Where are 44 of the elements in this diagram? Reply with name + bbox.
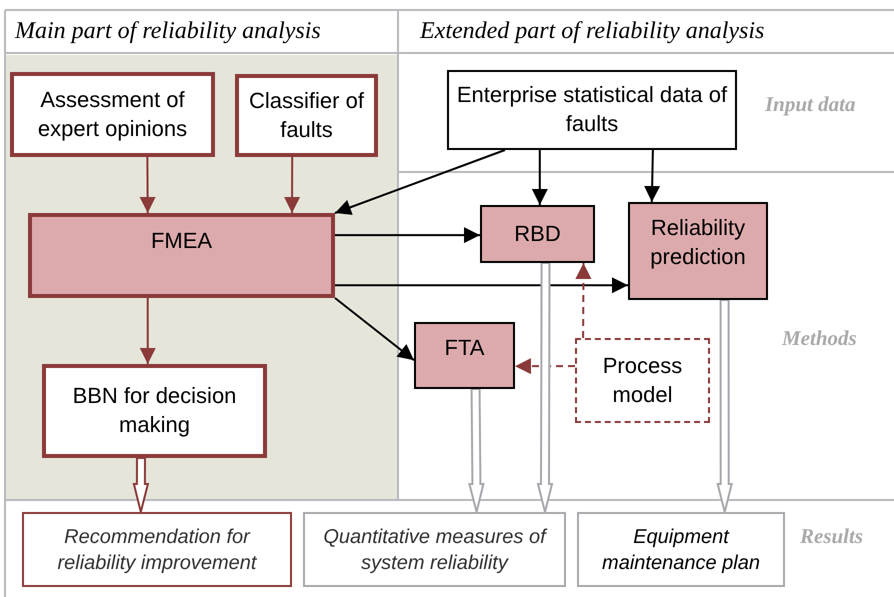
arrow — [532, 150, 548, 205]
column-header: Main part of reliability analysis — [15, 18, 321, 45]
arrow — [335, 277, 628, 294]
node-text: Classifier of faults — [248, 86, 365, 144]
hollow-arrow — [716, 299, 733, 513]
arrow — [334, 297, 415, 361]
node-text: Process model — [602, 352, 684, 408]
method-box — [628, 202, 768, 300]
model-box — [575, 338, 710, 423]
arrow — [140, 298, 156, 364]
arrow — [644, 150, 660, 202]
method-box — [480, 205, 595, 263]
arrow — [334, 149, 506, 215]
hollow-arrow — [468, 388, 485, 513]
input-box — [10, 72, 215, 157]
input-box — [447, 70, 737, 150]
result-box — [22, 512, 292, 587]
node-text: Assessment of expert opinions — [36, 86, 188, 143]
node-text: Reliability prediction — [649, 214, 747, 271]
node-text: Recommendation for reliability improvement — [56, 524, 258, 576]
dashed-arrow — [515, 358, 575, 374]
dashed-arrow — [575, 263, 592, 338]
column-header: Extended part of reliability analysis — [420, 18, 764, 45]
node-text: RBD — [514, 220, 561, 248]
node-text: FMEA — [150, 227, 212, 255]
arrow — [335, 227, 480, 244]
result-box — [303, 512, 566, 587]
node-text: FTA — [444, 334, 484, 362]
method-box — [42, 364, 267, 458]
node-text: Quantitative measures of system reliability — [322, 524, 548, 576]
input-box — [235, 74, 378, 157]
arrow — [284, 157, 300, 213]
hollow-arrow — [536, 262, 554, 513]
row-label: Methods — [782, 326, 857, 351]
result-box — [577, 512, 785, 587]
node-text: Enterprise statistical data of faults — [456, 81, 728, 138]
method-box — [28, 213, 335, 298]
node-text: BBN for decision making — [72, 382, 238, 439]
hollow-arrow — [132, 457, 150, 513]
arrow — [140, 157, 156, 213]
row-label: Results — [800, 524, 864, 549]
method-box — [414, 322, 515, 389]
node-text: Equipment maintenance plan — [601, 524, 761, 576]
row-label: Input data — [765, 92, 856, 117]
